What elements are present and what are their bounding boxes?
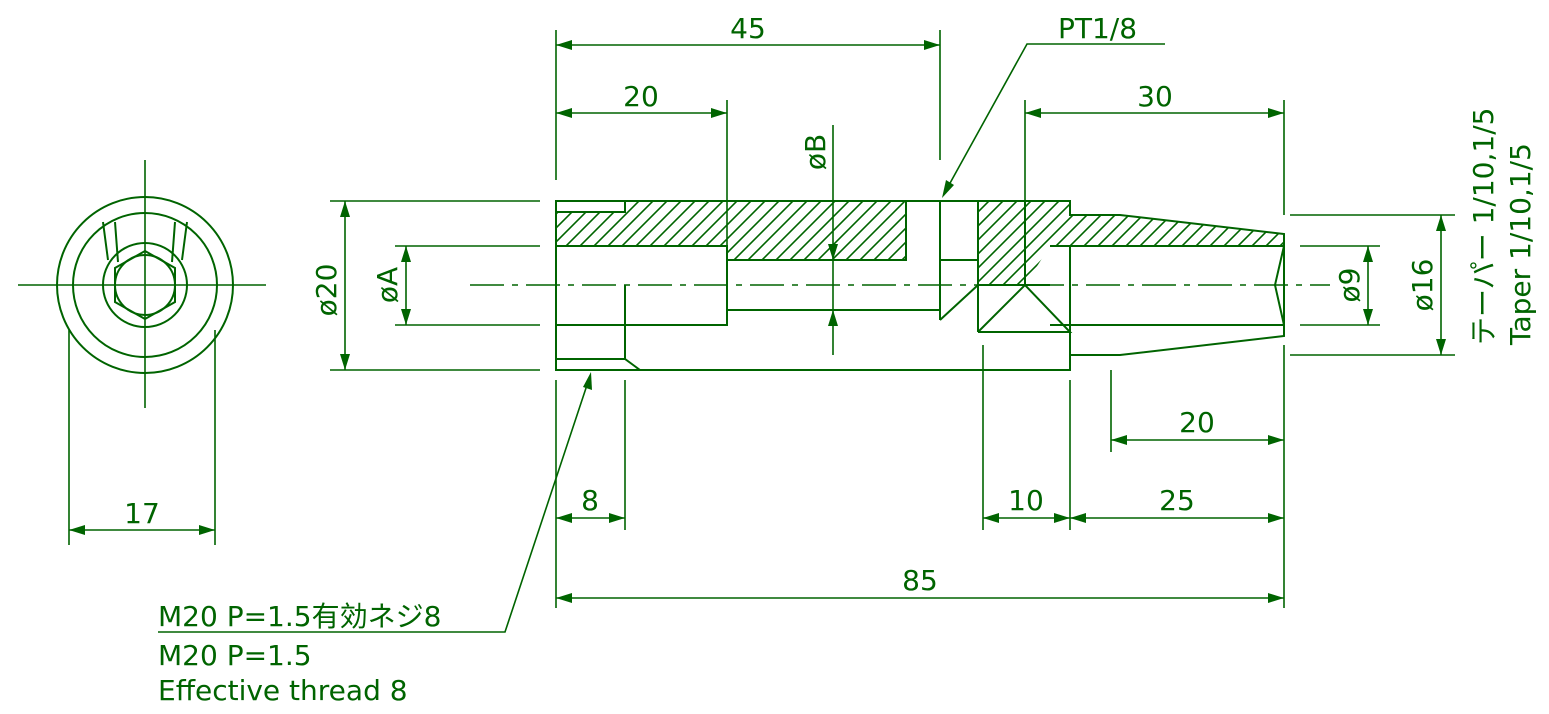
body-outline — [555, 200, 1285, 371]
dim-9-label: ø9 — [1333, 268, 1366, 303]
dim-b-label: øB — [799, 134, 832, 170]
dim-20-arrow-right — [711, 108, 727, 118]
dim-85-arrow-left — [556, 593, 572, 603]
dim-a-arrow-top — [401, 246, 411, 262]
thread-leader-arrow — [583, 372, 592, 390]
dim-20-arrow-left — [556, 108, 572, 118]
thread-note-line2: M20 P=1.5 — [158, 639, 312, 672]
dim-20b-arrow-left — [1111, 435, 1127, 445]
dim-b-arrow-bottom — [828, 310, 838, 326]
end-view: 17 — [18, 160, 266, 545]
dim-10-label: 10 — [1008, 484, 1044, 517]
pt-label: PT1/8 — [1058, 12, 1137, 45]
dim-b-arrow-top — [828, 244, 838, 260]
tip-chamfer — [1274, 245, 1285, 326]
thread-note-line1: M20 P=1.5有効ネジ8 — [158, 600, 441, 633]
dim-17-arrow-left — [69, 525, 85, 535]
dim-10-arrow-right — [1054, 513, 1070, 523]
dim-45-arrow-left — [556, 40, 572, 50]
dim-85-label: 85 — [902, 564, 938, 597]
bore-9-lines — [1050, 245, 1284, 326]
dim-8-arrow-right — [609, 513, 625, 523]
drill-tip-lower — [977, 283, 1073, 333]
end-view-port-lines — [102, 221, 188, 263]
dim-30-arrow-right — [1268, 108, 1284, 118]
dim-10-arrow-left — [983, 513, 999, 523]
section-hatch-right — [978, 201, 1284, 285]
dim-45-arrow-right — [924, 40, 940, 50]
pt-leader-arrow — [942, 180, 954, 198]
dim-17-arrow-right — [199, 525, 215, 535]
thread-edge-top — [556, 201, 626, 213]
taper-en-label: Taper 1/10,1/5 — [1504, 143, 1537, 346]
dim-85-arrow-right — [1268, 593, 1284, 603]
dim-25-arrow-left — [1070, 513, 1086, 523]
taper-jp-label: テーパー 1/10,1/5 — [1467, 108, 1500, 345]
pt-leader — [943, 43, 1165, 195]
dim-45-label: 45 — [730, 12, 766, 45]
dim-20b-label: 20 — [1179, 406, 1215, 439]
dim-a-arrow-bottom — [401, 309, 411, 325]
thread-note-line3: Effective thread 8 — [158, 674, 408, 707]
dim-17-label: 17 — [124, 497, 160, 530]
dim-20d-arrow-bottom — [340, 354, 350, 370]
dim-20d-label: ø20 — [310, 264, 343, 317]
dim-16-arrow-bottom — [1436, 339, 1446, 355]
dim-30-arrow-left — [1025, 108, 1041, 118]
bore-b-top — [727, 201, 907, 261]
dim-8-arrow-left — [556, 513, 572, 523]
dim-8-label: 8 — [581, 484, 599, 517]
dim-9-arrow-bottom — [1363, 309, 1373, 325]
side-view: 45 20 30 PT1/8 øB ø20 øA — [158, 12, 1537, 707]
dim-20-label: 20 — [623, 80, 659, 113]
thread-edge-bottom — [556, 358, 641, 371]
dim-25-label: 25 — [1159, 484, 1195, 517]
dim-a-label: øA — [371, 267, 404, 303]
dim-16-label: ø16 — [1406, 259, 1439, 312]
dim-20b-arrow-right — [1268, 435, 1284, 445]
section-hatch-left — [556, 201, 906, 260]
dim-20d-arrow-top — [340, 201, 350, 217]
dim-9-arrow-top — [1363, 246, 1373, 262]
dim-16-arrow-top — [1436, 215, 1446, 231]
dim-25-arrow-right — [1268, 513, 1284, 523]
dim-30-label: 30 — [1137, 80, 1173, 113]
thread-leader — [158, 375, 591, 633]
